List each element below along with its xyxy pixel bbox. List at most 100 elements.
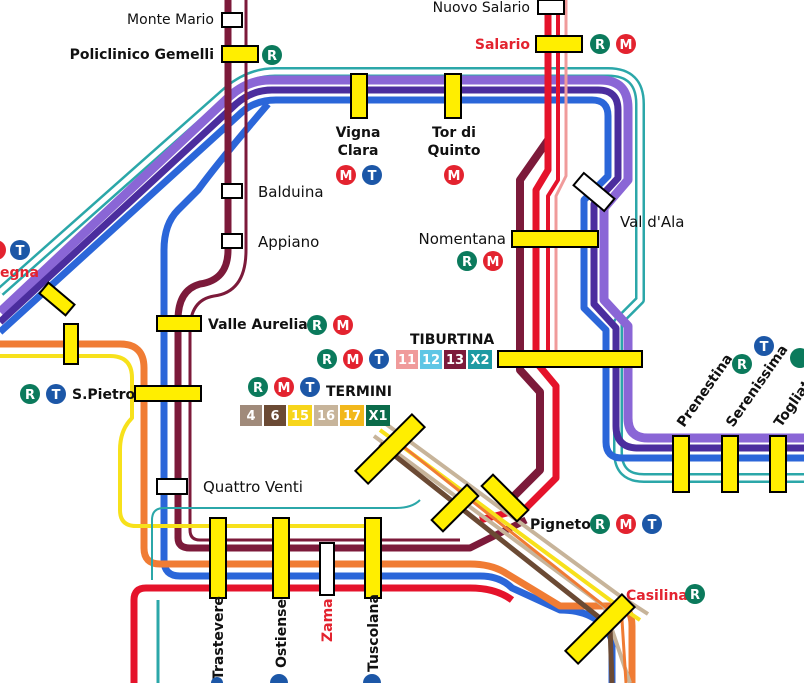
svg-text:T: T <box>52 388 61 403</box>
badge-tiburtina-m: M <box>343 349 363 369</box>
svg-text:M: M <box>620 38 633 53</box>
svg-text:R: R <box>322 353 332 368</box>
badge-vigna-m: M <box>336 165 356 185</box>
label-togliatti: Togliat <box>771 377 804 430</box>
station-marker-nomentana[interactable] <box>511 230 599 248</box>
station-marker-serenissima[interactable] <box>721 435 739 493</box>
badge-tiburtina-r: R <box>317 349 337 369</box>
tag-termini-16: 16 <box>317 409 335 424</box>
badge-nomentana-r: R <box>457 251 477 271</box>
svg-text:R: R <box>312 319 322 334</box>
station-marker-appiano[interactable] <box>221 233 243 249</box>
badge-tuscolana-t-partial <box>363 674 381 688</box>
line-yellow <box>0 354 380 528</box>
label-vigna-clara-2: Clara <box>338 143 379 159</box>
label-ostiense: Ostiense <box>274 599 290 668</box>
svg-text:M: M <box>448 169 461 184</box>
station-marker-zama[interactable] <box>319 542 335 596</box>
station-marker-togliatti[interactable] <box>769 435 787 493</box>
badge-pigneto-t: T <box>642 514 662 534</box>
svg-text:M: M <box>337 319 350 334</box>
station-marker-prenestina[interactable] <box>672 435 690 493</box>
svg-text:M: M <box>347 353 360 368</box>
station-marker-tor-di-quinto[interactable] <box>444 73 462 119</box>
line-red <box>479 0 560 524</box>
tag-tiburtina-11: 11 <box>398 353 416 368</box>
station-marker-west[interactable] <box>38 281 76 317</box>
label-tor-di-quinto: Tor di <box>432 125 476 141</box>
station-marker-balduina[interactable] <box>221 183 243 199</box>
svg-text:T: T <box>648 518 657 533</box>
station-marker-ostiense[interactable] <box>272 517 290 599</box>
badge-spietro-t: T <box>46 384 66 404</box>
label-monte-mario: Monte Mario <box>127 12 214 28</box>
svg-text:R: R <box>737 358 747 373</box>
badge-tor-m: M <box>444 165 464 185</box>
badge-salario-m: M <box>616 34 636 54</box>
tag-tiburtina-x2: X2 <box>470 353 489 368</box>
label-valle-aurelia: Valle Aurelia <box>208 317 308 333</box>
svg-text:M: M <box>487 255 500 270</box>
tag-tiburtina-12: 12 <box>422 353 440 368</box>
badge-salario-r: R <box>590 34 610 54</box>
termini-line-tags: 4 6 15 16 17 X1 <box>240 405 390 426</box>
label-termini: TERMINI <box>326 384 392 400</box>
badge-nomentana-m: M <box>483 251 503 271</box>
line-purple <box>0 75 804 443</box>
svg-text:R: R <box>690 588 700 603</box>
station-marker-salario[interactable] <box>535 35 583 53</box>
svg-text:R: R <box>25 388 35 403</box>
badge-termini-m: M <box>274 377 294 397</box>
badge-spietro-r: R <box>20 384 40 404</box>
station-marker-pigneto-a[interactable] <box>430 483 480 533</box>
station-marker-valle-aurelia[interactable] <box>156 315 202 332</box>
label-trastevere: Trastevere <box>211 596 227 680</box>
tag-termini-4: 4 <box>246 409 255 424</box>
badge-pigneto-m: M <box>616 514 636 534</box>
badge-prenestina-r: R <box>732 354 752 374</box>
label-partial-west: egna <box>0 265 39 281</box>
badge-prenestina-t: T <box>754 336 774 356</box>
label-balduina: Balduina <box>258 183 324 201</box>
label-nuovo-salario: Nuovo Salario <box>433 0 530 16</box>
station-marker-trastevere[interactable] <box>209 517 227 599</box>
badge-ostiense-t-partial <box>270 674 288 688</box>
station-marker-val-dala[interactable] <box>572 171 616 213</box>
station-marker-tuscolana[interactable] <box>364 517 382 599</box>
tag-termini-17: 17 <box>343 409 361 424</box>
station-marker-monte-mario[interactable] <box>221 12 243 28</box>
svg-text:T: T <box>760 340 769 355</box>
tag-termini-15: 15 <box>291 409 309 424</box>
label-quattro-venti: Quattro Venti <box>203 478 303 496</box>
badge-vigna-t: T <box>362 165 382 185</box>
line-blue-west <box>160 101 616 683</box>
label-nomentana: Nomentana <box>418 230 506 248</box>
badge-gemelli-r: R <box>262 45 282 65</box>
svg-text:R: R <box>595 38 605 53</box>
interchange-badges: R R M M T M R M <box>0 34 804 688</box>
station-marker-vigna-clara[interactable] <box>350 73 368 119</box>
badge-tiburtina-t: T <box>369 349 389 369</box>
station-marker-pigneto-b[interactable] <box>480 473 530 523</box>
station-marker-s-pietro[interactable] <box>134 385 202 402</box>
station-marker-nuovo-salario[interactable] <box>537 0 565 15</box>
station-marker-quattro-venti[interactable] <box>156 478 188 495</box>
station-marker-tiburtina[interactable] <box>497 350 643 368</box>
svg-text:M: M <box>340 169 353 184</box>
badge-valle-r: R <box>307 315 327 335</box>
station-markers <box>38 0 787 666</box>
station-marker-s-pietro-west[interactable] <box>63 323 79 365</box>
svg-text:T: T <box>306 381 315 396</box>
badge-serenissima-r <box>790 348 804 368</box>
label-appiano: Appiano <box>258 233 319 251</box>
station-marker-casilina[interactable] <box>563 592 637 666</box>
station-marker-termini[interactable] <box>353 412 427 486</box>
label-zama: Zama <box>320 598 336 642</box>
label-pigneto: Pigneto <box>530 517 591 533</box>
badge-casilina-r: R <box>685 584 705 604</box>
station-marker-gemelli[interactable] <box>221 45 259 63</box>
svg-text:M: M <box>620 518 633 533</box>
svg-text:R: R <box>253 381 263 396</box>
